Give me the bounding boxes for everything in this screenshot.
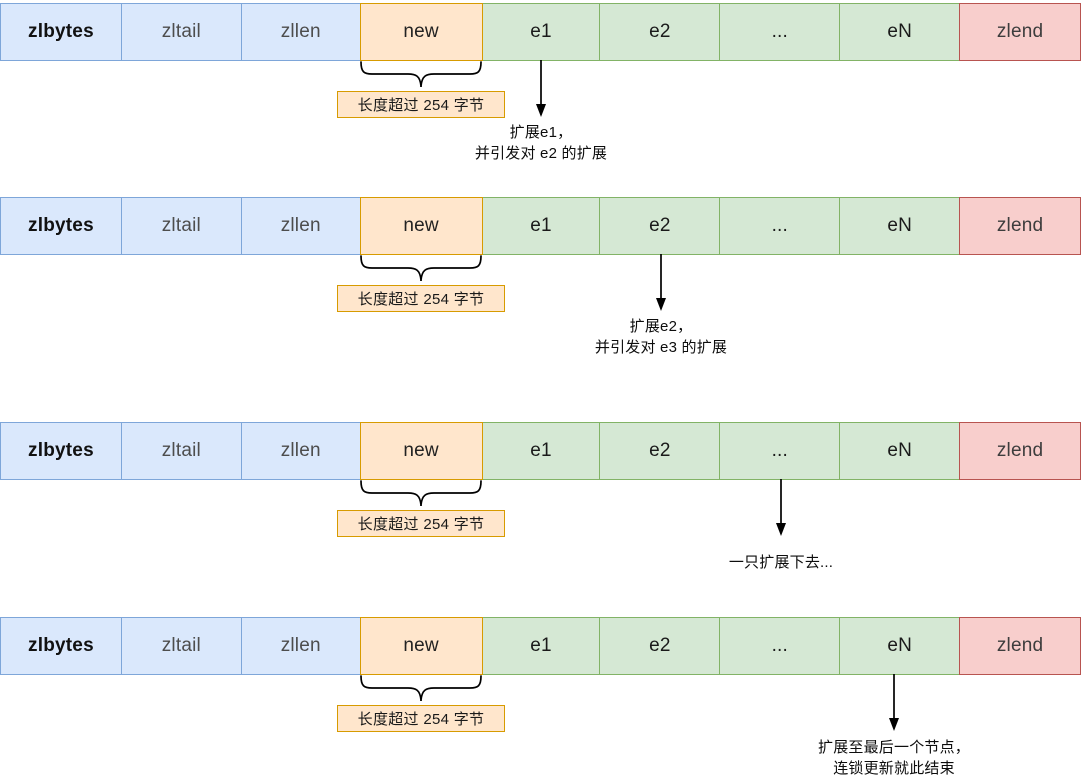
cell-zltail-row3: zltail [120,422,242,480]
brace-new-row4 [360,675,482,701]
cell-zltail-row4: zltail [120,617,242,675]
caption-row1-line1: 扩展e1， [509,124,573,141]
caption-row2: 扩展e2， 并引发对 e3 的扩展 [595,316,727,358]
brace-label-row2: 长度超过 254 字节 [337,285,505,312]
cell-e2-row2: e2 [599,197,721,255]
cell-e1-row2: e1 [481,197,601,255]
ziplist-row-2: zlbytes zltail zllen new e1 e2 ... eN zl… [0,197,1082,255]
caption-row1: 扩展e1， 并引发对 e2 的扩展 [475,122,607,164]
cell-zlend-row3: zlend [959,422,1082,480]
cell-zllen-row3: zllen [240,422,361,480]
brace-label-row4: 长度超过 254 字节 [337,705,505,732]
cell-zltail-row1: zltail [120,3,242,61]
cell-zllen-row2: zllen [240,197,361,255]
cell-e1-row1: e1 [481,3,601,61]
arrow-e2-row2 [653,254,669,312]
cell-zltail-row2: zltail [120,197,242,255]
cell-zlend-row4: zlend [959,617,1082,675]
caption-row4: 扩展至最后一个节点， 连锁更新就此结束 [818,737,970,779]
cell-new-row2: new [359,197,483,255]
arrow-eN-row4 [886,674,902,732]
cell-new-row3: new [359,422,483,480]
caption-row3-line1: 一只扩展下去... [728,554,834,571]
ziplist-row-4: zlbytes zltail zllen new e1 e2 ... eN zl… [0,617,1082,675]
caption-row3: 一只扩展下去... [729,552,833,573]
brace-label-row3: 长度超过 254 字节 [337,510,505,537]
cell-eN-row2: eN [839,197,961,255]
cell-zlend-row1: zlend [959,3,1082,61]
cell-eN-row1: eN [839,3,961,61]
cell-zlend-row2: zlend [959,197,1082,255]
cell-e1-row3: e1 [481,422,601,480]
cell-zllen-row4: zllen [240,617,361,675]
ziplist-row-1: zlbytes zltail zllen new e1 e2 ... eN zl… [0,3,1082,61]
cell-ellipsis-row2: ... [719,197,841,255]
brace-new-row3 [360,480,482,506]
cell-zlbytes-row1: zlbytes [0,3,122,61]
cell-eN-row3: eN [839,422,961,480]
cell-ellipsis-row4: ... [719,617,841,675]
cell-e2-row3: e2 [599,422,721,480]
cell-ellipsis-row3: ... [719,422,841,480]
cell-zlbytes-row4: zlbytes [0,617,122,675]
cell-e2-row4: e2 [599,617,721,675]
arrow-ellipsis-row3 [773,479,789,537]
caption-row1-line2: 并引发对 e2 的扩展 [474,145,608,162]
cell-zlbytes-row2: zlbytes [0,197,122,255]
caption-row2-line1: 扩展e2， [629,318,693,335]
brace-label-row1: 长度超过 254 字节 [337,91,505,118]
brace-new-row2 [360,255,482,281]
cell-e2-row1: e2 [599,3,721,61]
cell-zllen-row1: zllen [240,3,361,61]
caption-row2-line2: 并引发对 e3 的扩展 [594,339,728,356]
cell-eN-row4: eN [839,617,961,675]
cell-zlbytes-row3: zlbytes [0,422,122,480]
caption-row4-line2: 连锁更新就此结束 [833,760,955,777]
cell-e1-row4: e1 [481,617,601,675]
brace-new-row1 [360,61,482,87]
caption-row4-line1: 扩展至最后一个节点， [817,739,971,756]
cell-ellipsis-row1: ... [719,3,841,61]
cell-new-row4: new [359,617,483,675]
cell-new-row1: new [359,3,483,61]
ziplist-row-3: zlbytes zltail zllen new e1 e2 ... eN zl… [0,422,1082,480]
arrow-e1-row1 [533,60,549,118]
